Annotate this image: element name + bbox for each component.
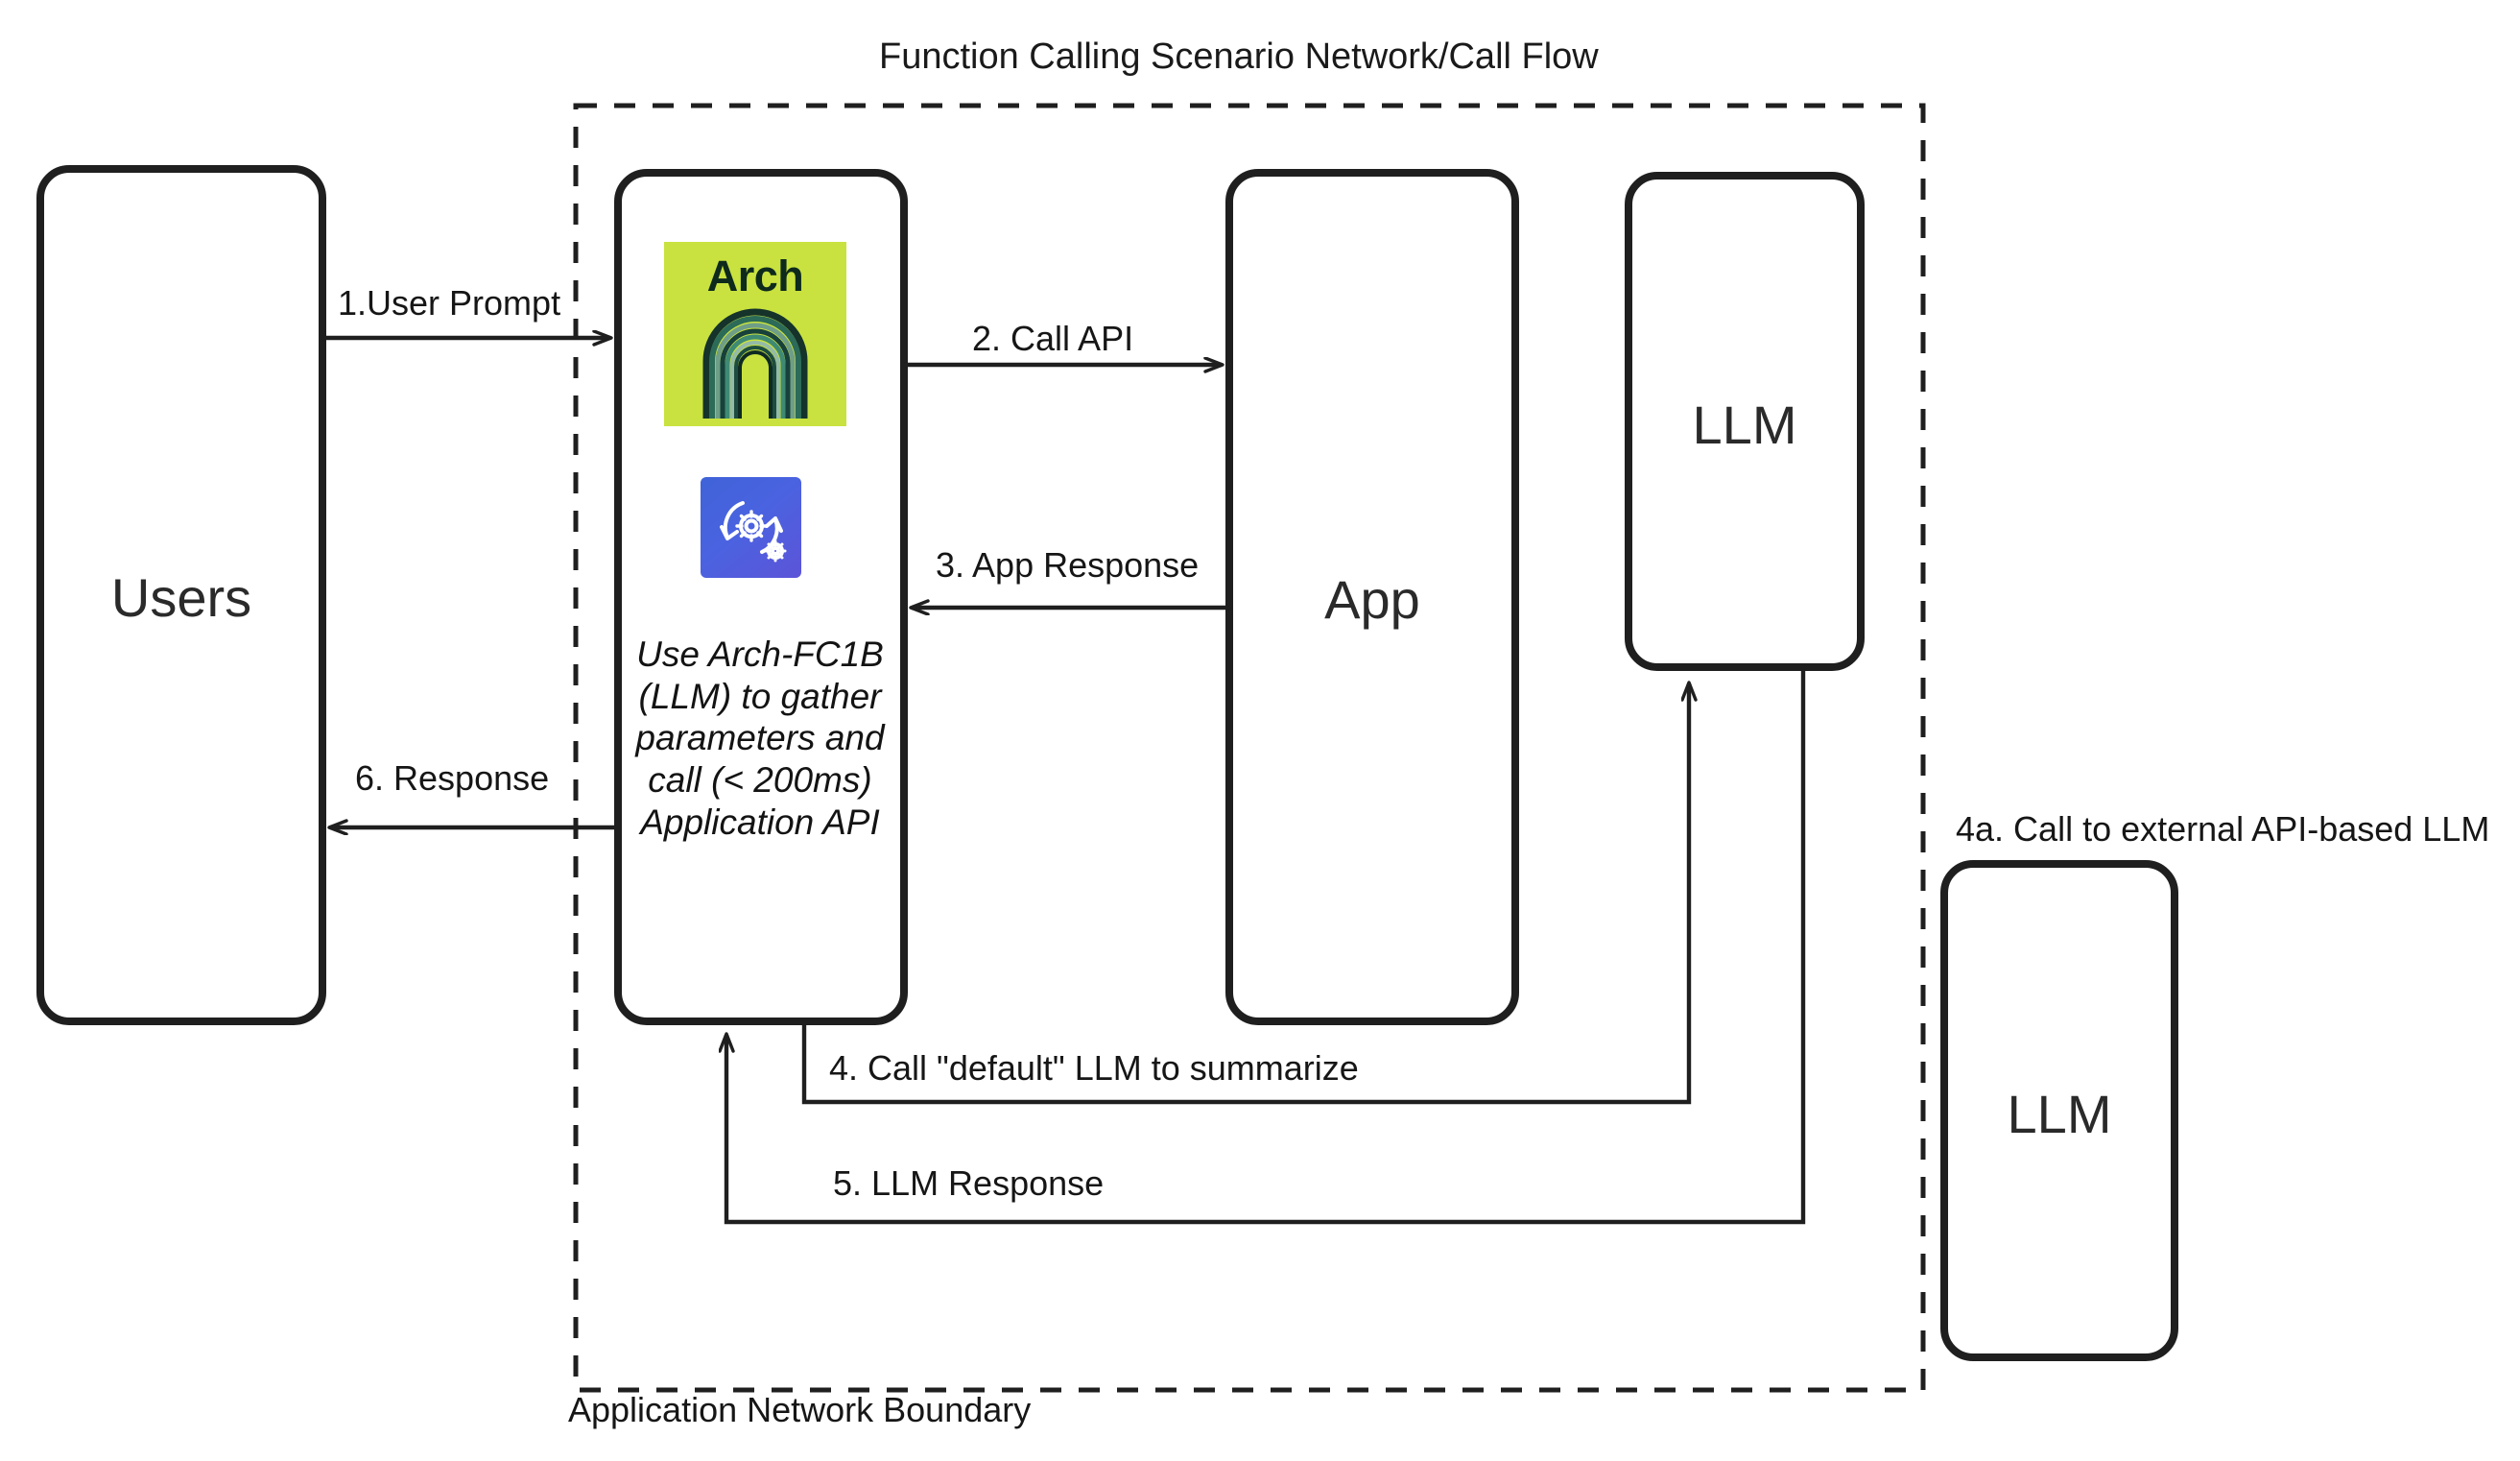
arch-logo-icon: Arch xyxy=(664,242,846,426)
diagram-title: Function Calling Scenario Network/Call F… xyxy=(879,36,1599,77)
edge-3-app-response-label: 3. App Response xyxy=(936,545,1200,585)
edge-1-user-prompt-label: 1.User Prompt xyxy=(338,283,561,323)
arch-logo-wordmark: Arch xyxy=(706,251,804,300)
external-llm-box xyxy=(1940,860,2178,1361)
edge-5-llm-response-label: 5. LLM Response xyxy=(833,1163,1105,1203)
internal-llm-label: LLM xyxy=(1692,395,1797,455)
edge-6-response-label: 6. Response xyxy=(355,758,550,798)
edge-2-call-api-label: 2. Call API xyxy=(972,319,1134,358)
api-gears-icon xyxy=(701,477,801,578)
users-box xyxy=(36,165,326,1025)
users-label: Users xyxy=(110,567,252,628)
application-network-boundary-label: Application Network Boundary xyxy=(568,1390,1032,1429)
external-llm-label: LLM xyxy=(2007,1084,2112,1144)
app-box xyxy=(1225,169,1519,1025)
application-network-boundary xyxy=(573,103,1926,1393)
arch-logo-arch-graphic xyxy=(702,308,808,419)
arch-note-text: Use Arch-FC1B (LLM) to gather parameters… xyxy=(635,635,885,842)
app-label: App xyxy=(1324,569,1420,630)
internal-llm-box xyxy=(1625,172,1865,671)
edge-4-call-default-llm-label: 4. Call "default" LLM to summarize xyxy=(829,1048,1359,1088)
edge-4-call-default-llm-arrow xyxy=(801,683,1689,1105)
api-gears-icon-glyph xyxy=(720,501,787,563)
edge-4a-external-llm-label: 4a. Call to external API-based LLM xyxy=(1956,809,2490,849)
edge-5-llm-response-arrow xyxy=(726,671,1806,1225)
